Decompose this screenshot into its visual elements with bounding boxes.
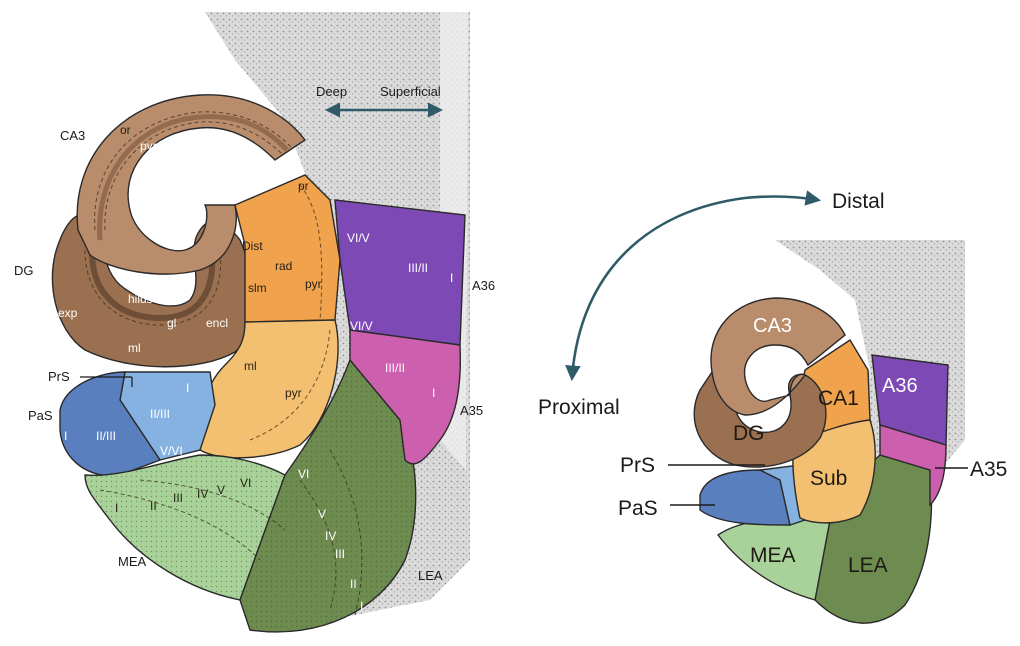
a35-label: A35 [460, 403, 483, 418]
exp-label: exp [58, 306, 78, 320]
prs-layer-v-vi-label: V/VI [160, 444, 183, 458]
ca3-luc-label: luc [196, 139, 211, 153]
mea-layer-v-label: V [217, 483, 225, 497]
encl-label: encl [206, 316, 228, 330]
distal-label: Distal [832, 190, 885, 213]
overview-sub-label: Sub [810, 467, 847, 490]
mea-layer-iv-label: IV [197, 487, 208, 501]
overview-ca3-label: CA3 [753, 315, 792, 337]
lea-layer-ii-label: II [350, 577, 357, 591]
deep-label: Deep [316, 84, 347, 99]
ca1-pyr-label: pyr [305, 277, 322, 291]
lea-layer-v-label: V [318, 507, 326, 521]
lea-layer-iii-label: III [335, 547, 345, 561]
overview-a35-label: A35 [970, 458, 1007, 481]
ca3-pyr-label: pyr [140, 139, 157, 153]
mea-layer-i-label: I [115, 501, 118, 515]
mea-layer-ii-label: II [150, 499, 157, 513]
a36-layer-i-label: I [450, 271, 453, 285]
lea-layer-iv-label: IV [325, 529, 336, 543]
sub-ml-label: ml [244, 359, 257, 373]
pas-layer-i-label: I [64, 429, 67, 443]
sub-pyr-label: pyr [285, 386, 302, 400]
prs-label: PrS [48, 369, 70, 384]
lea-label: LEA [418, 568, 443, 583]
ca3-label: CA3 [60, 128, 85, 143]
overview-pas-label: PaS [618, 497, 658, 520]
a35-layer-i-label: I [432, 386, 435, 400]
lea-layer-vi-label: VI [298, 467, 309, 481]
overview-panel: Distal Proximal CA3 CA1 DG Sub PrS PaS M… [538, 190, 1007, 623]
gl-label: gl [167, 316, 176, 330]
overview-ca1-label: CA1 [818, 387, 859, 410]
overview-dg-label: DG [733, 422, 765, 445]
pas-layer-ii-iii-label: II/III [96, 429, 116, 443]
ca3-or-label: or [120, 123, 131, 137]
ca1-pr-label: pr [298, 179, 309, 193]
lea-layer-i-label: I [360, 599, 363, 613]
ca1-slm-label: slm [248, 281, 267, 295]
overview-lea-label: LEA [848, 554, 888, 577]
dist-label: Dist [242, 239, 263, 253]
mea-layer-vi-label: VI [240, 476, 251, 490]
ca1-rad-label: rad [275, 259, 292, 273]
ca3-slm-label: slm [186, 179, 205, 193]
proximal-label: Proximal [538, 396, 620, 419]
proximal-distal-arrow [572, 197, 818, 378]
prox-label: Prox [155, 222, 180, 236]
superficial-label: Superficial [380, 84, 441, 99]
prs-layer-ii-iii-label: II/III [150, 407, 170, 421]
overview-prs-label: PrS [620, 454, 655, 477]
mea-layer-iii-label: III [173, 491, 183, 505]
prs-layer-i-label: I [186, 381, 189, 395]
a35-layer-iii-ii-label: III/II [385, 361, 405, 375]
detailed-panel: Deep Superficial CA3 DG PrS PaS MEA LEA … [14, 12, 495, 632]
overview-a36-label: A36 [882, 375, 918, 397]
a36-label: A36 [472, 278, 495, 293]
dg-ml-label: ml [128, 341, 141, 355]
a36-layer-iii-ii-label: III/II [408, 261, 428, 275]
hilus-label: hilus [128, 292, 153, 306]
dg-label: DG [14, 263, 34, 278]
a36-layer-vi-v-label: VI/V [347, 231, 370, 245]
overview-mea-label: MEA [750, 544, 796, 567]
pas-label: PaS [28, 408, 53, 423]
a35-layer-vi-v-label: VI/V [350, 319, 373, 333]
mea-label: MEA [118, 554, 147, 569]
ca3-rad-label: rad [190, 159, 207, 173]
